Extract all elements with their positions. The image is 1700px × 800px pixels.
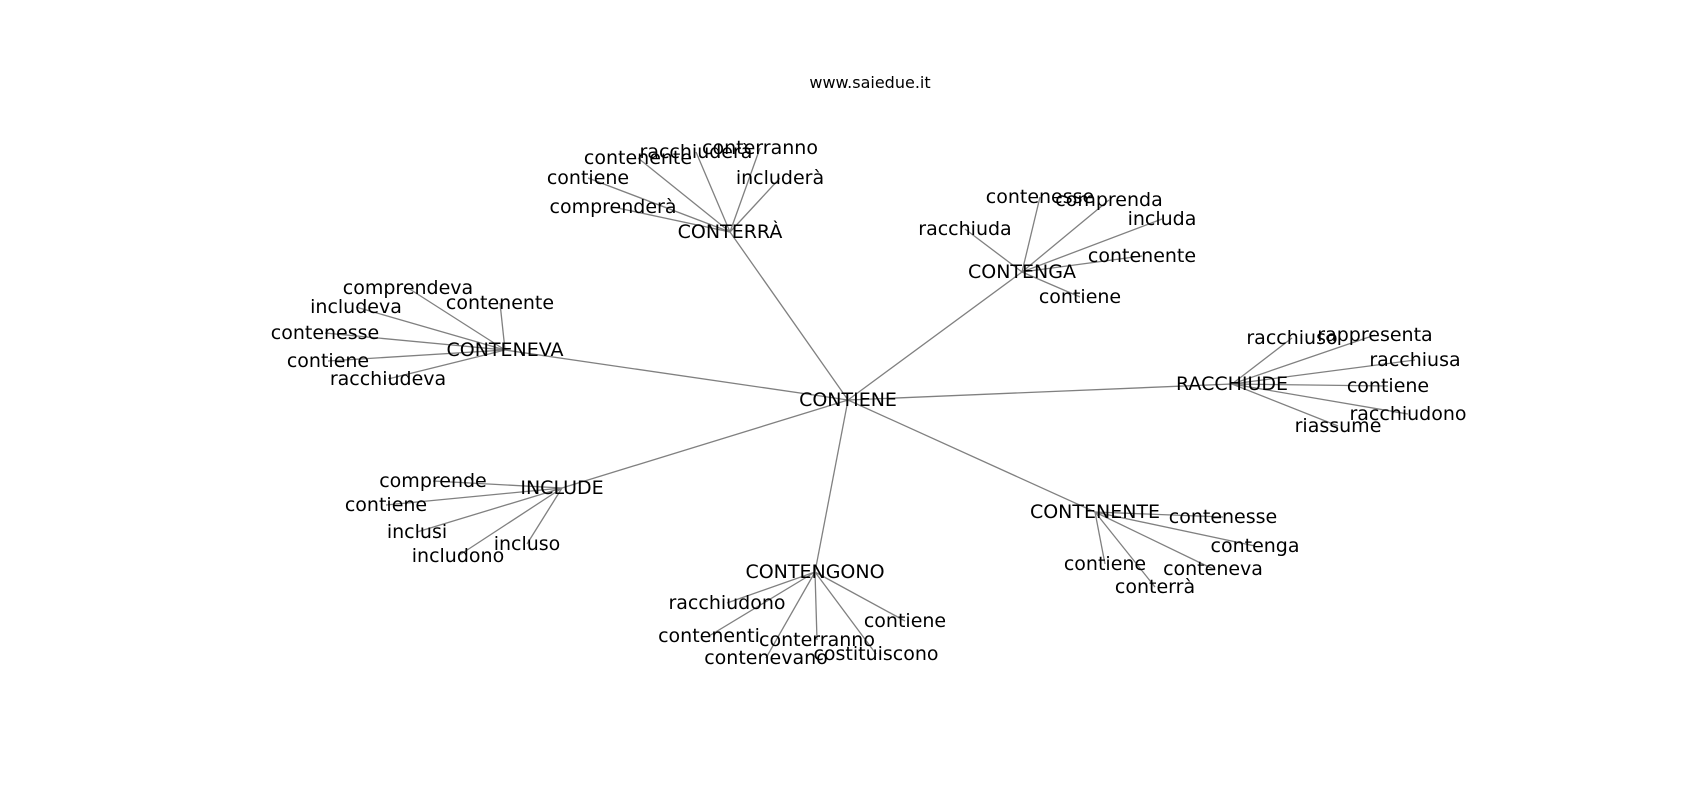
- edge-hub-to-leaf: [1021, 199, 1110, 273]
- leaf-node-label: contiene: [345, 494, 427, 516]
- leaf-node-label: contenente: [584, 147, 692, 169]
- edge-hub-to-leaf: [1021, 271, 1081, 298]
- leaf-node-label: racchiusa: [1369, 349, 1460, 371]
- leaf-node-label: racchiuda: [918, 218, 1011, 240]
- leaf-node-label: racchiuderà: [640, 141, 753, 163]
- leaf-node-label: rappresenta: [1317, 324, 1432, 346]
- leaf-node-label: incluso: [494, 533, 561, 555]
- edge-hub-to-leaf: [765, 571, 816, 659]
- edge-center-to-hub: [847, 399, 1096, 513]
- edge-hub-to-leaf: [1021, 255, 1143, 273]
- center-node-label: CONTIENE: [799, 389, 897, 411]
- edge-hub-to-leaf: [1231, 383, 1409, 415]
- edge-hub-to-leaf: [1231, 334, 1376, 385]
- leaf-node-label: racchiudeva: [330, 368, 446, 390]
- edge-center-to-hub: [729, 231, 849, 401]
- edge-hub-to-leaf: [1231, 383, 1389, 387]
- leaf-node-label: contiene: [287, 350, 369, 372]
- leaf-node-label: riassume: [1295, 415, 1382, 437]
- edge-hub-to-leaf: [964, 228, 1023, 273]
- edge-center-to-hub: [847, 271, 1023, 401]
- edge-hub-to-leaf: [729, 147, 761, 233]
- leaf-node-label: includono: [412, 545, 504, 567]
- leaf-node-label: contiene: [1347, 375, 1429, 397]
- hub-node-label: CONTENGONO: [745, 561, 884, 583]
- leaf-node-label: includa: [1128, 208, 1197, 230]
- edges-layer: [324, 147, 1416, 659]
- edge-hub-to-leaf: [416, 487, 563, 533]
- leaf-node-label: conteneva: [1163, 558, 1263, 580]
- hub-node-label: CONTENEVA: [446, 339, 563, 361]
- edge-hub-to-leaf: [637, 157, 731, 233]
- hub-node-label: CONTERRÀ: [678, 220, 783, 243]
- edge-hub-to-leaf: [1094, 511, 1214, 570]
- leaf-node-label: conterranno: [759, 629, 875, 651]
- leaf-node-label: contenga: [1211, 535, 1300, 557]
- leaf-node-label: conterrà: [1115, 576, 1195, 598]
- edge-hub-to-leaf: [1231, 383, 1339, 427]
- leaf-node-label: comprenda: [1055, 189, 1162, 211]
- leaf-node-label: contenevano: [704, 647, 828, 669]
- hub-node-label: CONTENGA: [968, 261, 1076, 283]
- leaf-node-label: conterranno: [702, 137, 818, 159]
- edge-hub-to-leaf: [387, 349, 506, 380]
- leaf-node-label: racchiuso: [1246, 327, 1337, 349]
- edge-hub-to-leaf: [1094, 511, 1156, 588]
- hub-node-label: CONTENENTE: [1030, 501, 1160, 523]
- hub-node-label: INCLUDE: [520, 477, 603, 499]
- edge-center-to-hub: [814, 399, 849, 573]
- edge-hub-to-leaf: [695, 151, 731, 233]
- edge-center-to-hub: [847, 383, 1233, 401]
- edge-hub-to-leaf: [814, 571, 906, 622]
- leaf-node-label: includerà: [736, 167, 824, 189]
- edge-hub-to-leaf: [726, 571, 816, 604]
- leaf-node-label: inclusi: [387, 521, 447, 543]
- edge-center-to-hub: [561, 399, 849, 489]
- edge-hub-to-leaf: [385, 487, 563, 506]
- leaf-node-label: comprende: [379, 470, 487, 492]
- edge-hub-to-leaf: [432, 480, 563, 489]
- site-title: www.saiedue.it: [809, 73, 930, 92]
- leaf-node-label: contenesse: [986, 186, 1094, 208]
- edge-hub-to-leaf: [324, 332, 506, 351]
- leaf-node-label: includeva: [310, 296, 402, 318]
- edge-hub-to-leaf: [407, 287, 506, 351]
- edge-hub-to-leaf: [1021, 218, 1163, 273]
- edge-hub-to-leaf: [814, 571, 818, 641]
- edge-hub-to-leaf: [1094, 511, 1256, 547]
- hub-node-label: RACCHIUDE: [1176, 373, 1288, 395]
- leaf-node-label: costituiscono: [813, 643, 938, 665]
- leaf-node-label: contiene: [547, 167, 629, 189]
- leaf-node-label: racchiudono: [1349, 403, 1466, 425]
- edge-hub-to-leaf: [526, 487, 563, 545]
- leaf-node-label: contiene: [1064, 553, 1146, 575]
- leaf-node-label: comprendeva: [343, 277, 473, 299]
- leaf-node-label: contenesse: [271, 322, 379, 344]
- edge-hub-to-leaf: [814, 571, 877, 655]
- edge-hub-to-leaf: [587, 177, 731, 233]
- leaf-node-label: contenesse: [1169, 506, 1277, 528]
- edge-hub-to-leaf: [1094, 511, 1106, 565]
- edge-hub-to-leaf: [1021, 196, 1041, 273]
- edge-hub-to-leaf: [612, 206, 731, 233]
- leaf-node-label: contiene: [864, 610, 946, 632]
- edge-hub-to-leaf: [457, 487, 563, 557]
- leaf-node-label: contenenti: [658, 625, 760, 647]
- leaf-node-label: contenente: [446, 292, 554, 314]
- labels-layer: CONTIENECONTERRÀracchiuderàconterrannoco…: [271, 137, 1467, 669]
- edge-hub-to-leaf: [1231, 337, 1293, 385]
- edge-hub-to-leaf: [1094, 511, 1224, 518]
- edge-center-to-hub: [504, 349, 849, 401]
- edge-hub-to-leaf: [1231, 359, 1416, 385]
- edge-hub-to-leaf: [729, 177, 781, 233]
- leaf-node-label: contenente: [1088, 245, 1196, 267]
- leaf-node-label: comprenderà: [550, 196, 677, 218]
- edge-hub-to-leaf: [355, 306, 506, 351]
- edge-hub-to-leaf: [499, 302, 506, 351]
- leaf-node-label: contiene: [1039, 286, 1121, 308]
- edge-hub-to-leaf: [327, 349, 506, 362]
- leaf-node-label: racchiudono: [668, 592, 785, 614]
- edge-hub-to-leaf: [708, 571, 816, 637]
